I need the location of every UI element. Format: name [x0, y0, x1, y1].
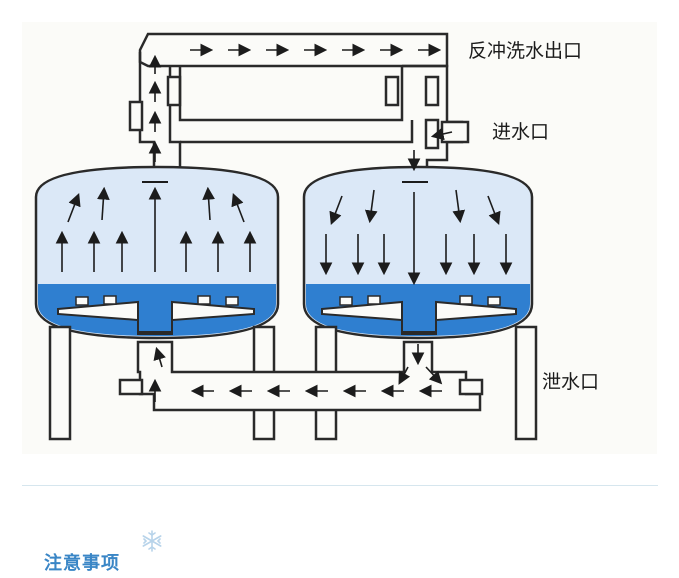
- flange: [424, 118, 440, 150]
- divider-line: [22, 485, 658, 486]
- filter-diagram: 反冲洗水出口 进水口 泄水口: [22, 22, 657, 454]
- tank-leg: [48, 325, 72, 441]
- flange: [128, 100, 144, 132]
- right-collector: [321, 300, 517, 335]
- notes-section: 注意事项: [0, 525, 679, 578]
- nozzle: [339, 296, 353, 306]
- tank-leg: [514, 325, 538, 441]
- flange: [424, 75, 440, 107]
- section-title: 注意事项: [44, 553, 120, 574]
- inlet-stub: [440, 120, 470, 144]
- nozzle: [197, 295, 211, 305]
- backwash-outlet-label: 反冲洗水出口: [468, 40, 582, 62]
- content-card: 反冲洗水出口 进水口 泄水口: [22, 22, 658, 486]
- flow-arrows: [55, 43, 513, 402]
- drain-pipe: [136, 340, 482, 412]
- right-tank-water: [306, 284, 530, 336]
- left-tank-water: [38, 284, 276, 336]
- drain-outlet-label: 泄水口: [542, 371, 599, 393]
- flange: [118, 378, 144, 396]
- left-riser: [138, 52, 182, 174]
- filter-diagram-svg: 反冲洗水出口 进水口 泄水口: [34, 32, 599, 441]
- backwash-pipe: [138, 32, 449, 68]
- nozzle: [225, 296, 239, 306]
- nozzle: [459, 295, 473, 305]
- bypass-pipe: [178, 66, 404, 122]
- nozzle: [487, 296, 501, 306]
- nozzle: [103, 295, 117, 305]
- nozzle: [75, 296, 89, 306]
- flange: [384, 75, 400, 107]
- nozzle: [367, 295, 381, 305]
- water-inlet-label: 进水口: [492, 121, 549, 143]
- flange: [166, 75, 182, 107]
- left-collector: [57, 300, 255, 335]
- snowflake-icon: [142, 530, 162, 552]
- bypass-pipe-lower: [180, 120, 414, 144]
- flange: [458, 378, 484, 396]
